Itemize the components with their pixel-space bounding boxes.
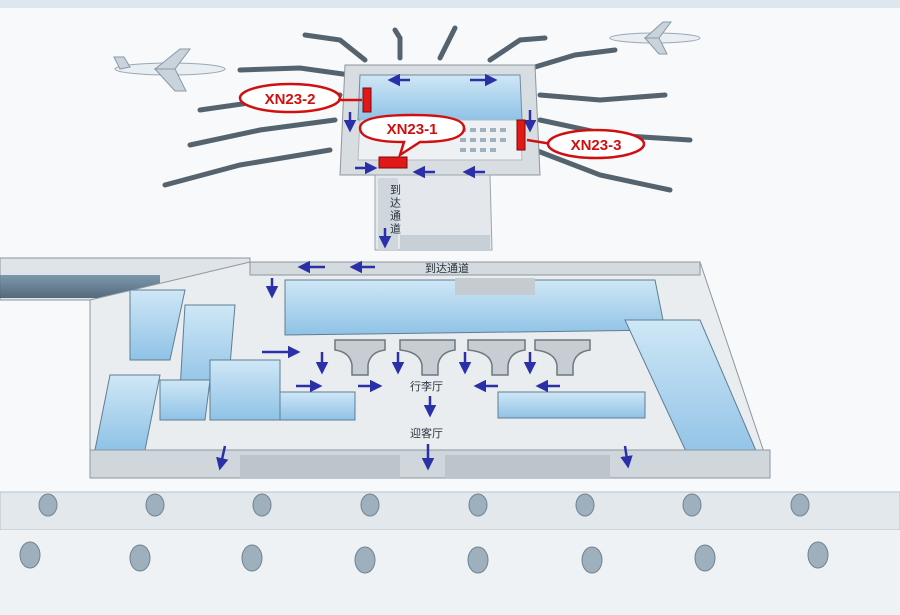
tag-xn23-3[interactable]: XN23-3 bbox=[526, 128, 646, 160]
airplane-icon bbox=[609, 21, 701, 55]
tag-xn23-2[interactable]: XN23-2 bbox=[238, 82, 362, 114]
arrow-icon bbox=[620, 445, 633, 469]
ad-marker-icon[interactable] bbox=[378, 156, 408, 169]
curbside-road bbox=[0, 491, 900, 615]
arrow-icon bbox=[216, 445, 229, 471]
flow-arrows bbox=[216, 73, 633, 471]
tag-label: XN23-1 bbox=[387, 121, 438, 138]
airplane-icon bbox=[113, 48, 226, 92]
baggage-hall-label: 行李厅 bbox=[410, 379, 443, 393]
arrival-corridor-label: 到达通道 bbox=[389, 184, 402, 236]
main-terminal bbox=[0, 257, 771, 479]
arrival-corridor-label: 到达通道 bbox=[425, 261, 469, 275]
ad-marker-icon[interactable] bbox=[362, 87, 372, 113]
tag-label: XN23-2 bbox=[265, 91, 316, 108]
tag-xn23-1[interactable]: XN23-1 bbox=[358, 113, 466, 158]
ad-marker-icon[interactable] bbox=[516, 119, 526, 151]
tag-label: XN23-3 bbox=[571, 137, 622, 154]
greeting-hall-label: 迎客厅 bbox=[410, 426, 443, 440]
